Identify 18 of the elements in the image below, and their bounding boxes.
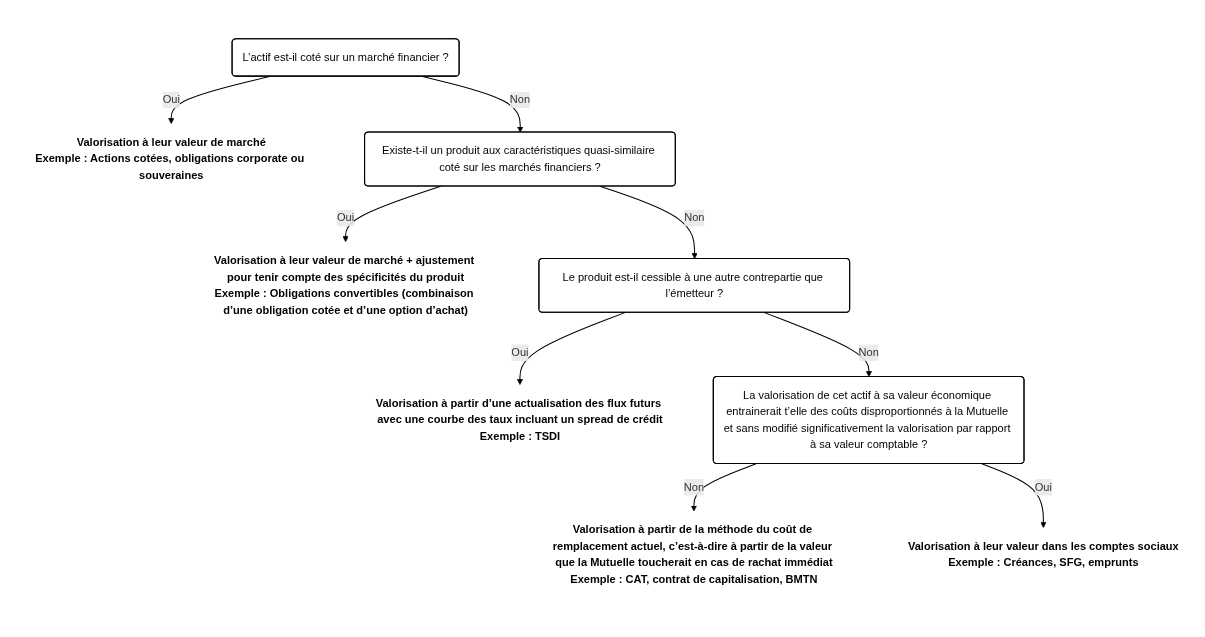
edge-label: Non (684, 211, 705, 224)
node-text: Valorisation à leur valeur dans les comptes sociaux Exemple : Créances, SFG, emprunts (907, 540, 1179, 569)
node-text: Valorisation à leur valeur de marché + ajustement pour tenir compte des spécificités du produit Exemple : Obligations convertibles (combinaison d’une obligation cotée et d’une option d’achat) (214, 254, 475, 316)
edge-label: Oui (162, 93, 180, 106)
arrow (981, 463, 1047, 528)
node-text: Valorisation à leur valeur de marché Exemple : Actions cotées, obligations corporate ou souveraines (35, 136, 305, 182)
edge-label: Non (509, 93, 531, 106)
arrow (690, 463, 757, 512)
node-text: Valorisation à partir d’une actualisation des flux futurs avec une courbe des taux incluant un spread de crédit Exemple : TSDI (375, 397, 663, 443)
edge-label: Oui (1034, 481, 1052, 493)
edge-label: Oui (511, 346, 529, 359)
node-text: Valorisation à partir de la méthode du coût de remplacement actuel, c’est-à-dire à partir de la valeur que la Mutuelle toucherait en cas de rachat immédiat Exemple : CAT, contrat de capitalisation, BMTN (552, 523, 833, 586)
arrow (342, 185, 442, 243)
arrow (516, 312, 626, 386)
edge-label: Non (683, 481, 705, 493)
arrow (599, 185, 698, 260)
edge-label: Non (858, 346, 879, 359)
edge-label: Oui (336, 211, 355, 224)
